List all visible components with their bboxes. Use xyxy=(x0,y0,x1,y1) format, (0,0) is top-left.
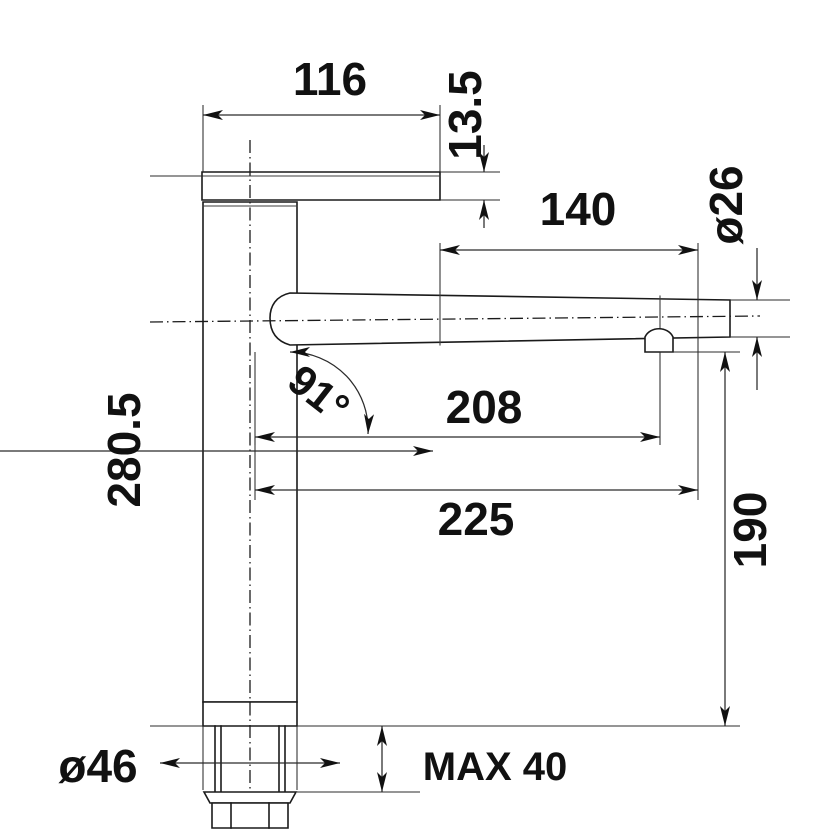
lever-handle xyxy=(201,171,441,201)
dimension-208 xyxy=(254,352,661,445)
dim-label-280-5: 280.5 xyxy=(98,392,150,507)
dimension-dia-26 xyxy=(730,248,790,390)
hex-nut xyxy=(211,802,289,829)
faucet-geometry xyxy=(149,140,761,829)
spout-centerline xyxy=(149,315,761,323)
dimension-140 xyxy=(439,243,699,300)
dim-label-116: 116 xyxy=(293,53,367,105)
dim-label-dia-46: ø46 xyxy=(58,740,137,792)
washer xyxy=(202,791,298,804)
dim-label-208: 208 xyxy=(446,381,523,433)
dimension-angle-91 xyxy=(289,346,375,435)
dim-label-max-40: MAX 40 xyxy=(423,745,568,789)
dimension-dia-46 xyxy=(160,726,340,790)
dimension-max-40 xyxy=(297,725,420,793)
aerator-outlet xyxy=(644,327,674,353)
dimension-labels: 116 13.5 ø26 140 280.5 91° 208 225 190 ø… xyxy=(58,53,776,792)
dimension-225 xyxy=(254,300,699,500)
dim-label-225: 225 xyxy=(438,493,515,545)
dim-label-190: 190 xyxy=(724,492,776,569)
dim-label-13-5: 13.5 xyxy=(439,70,491,160)
dimension-13-5 xyxy=(440,145,500,228)
dimension-280-5 xyxy=(0,175,433,727)
dim-label-dia-26: ø26 xyxy=(700,165,752,244)
dimension-116 xyxy=(202,105,441,172)
dim-label-140: 140 xyxy=(540,183,617,235)
